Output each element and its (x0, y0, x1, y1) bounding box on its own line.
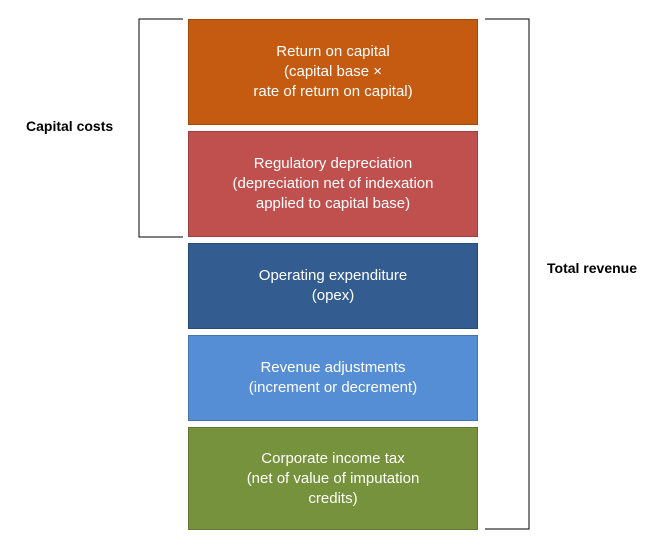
operating-expenditure-block: Operating expenditure (opex) (188, 243, 478, 329)
total-revenue-bracket (485, 18, 530, 530)
block-line: (increment or decrement) (248, 379, 418, 396)
block-line: Return on capital (276, 43, 390, 60)
block-line: Operating expenditure (258, 267, 408, 284)
block-line: applied to capital base) (255, 195, 411, 212)
block-line: (depreciation net of indexation (232, 175, 434, 192)
block-line: Regulatory depreciation (253, 155, 413, 172)
capital-costs-bracket (138, 18, 183, 238)
total-revenue-label: Total revenue (547, 260, 637, 276)
regulatory-depreciation-block: Regulatory depreciation (depreciation ne… (188, 131, 478, 237)
block-line: (capital base × (284, 63, 382, 80)
block-line: Revenue adjustments (260, 359, 406, 376)
return-on-capital-block: Return on capital (capital base × rate o… (188, 19, 478, 125)
block-line: rate of return on capital) (253, 83, 413, 100)
corporate-income-tax-block: Corporate income tax (net of value of im… (188, 427, 478, 530)
block-line: (net of value of imputation (246, 469, 420, 487)
block-line: credits) (308, 489, 358, 507)
revenue-adjustments-block: Revenue adjustments (increment or decrem… (188, 335, 478, 421)
block-line: Corporate income tax (261, 449, 405, 467)
block-line: (opex) (311, 287, 355, 304)
capital-costs-label: Capital costs (26, 118, 114, 134)
